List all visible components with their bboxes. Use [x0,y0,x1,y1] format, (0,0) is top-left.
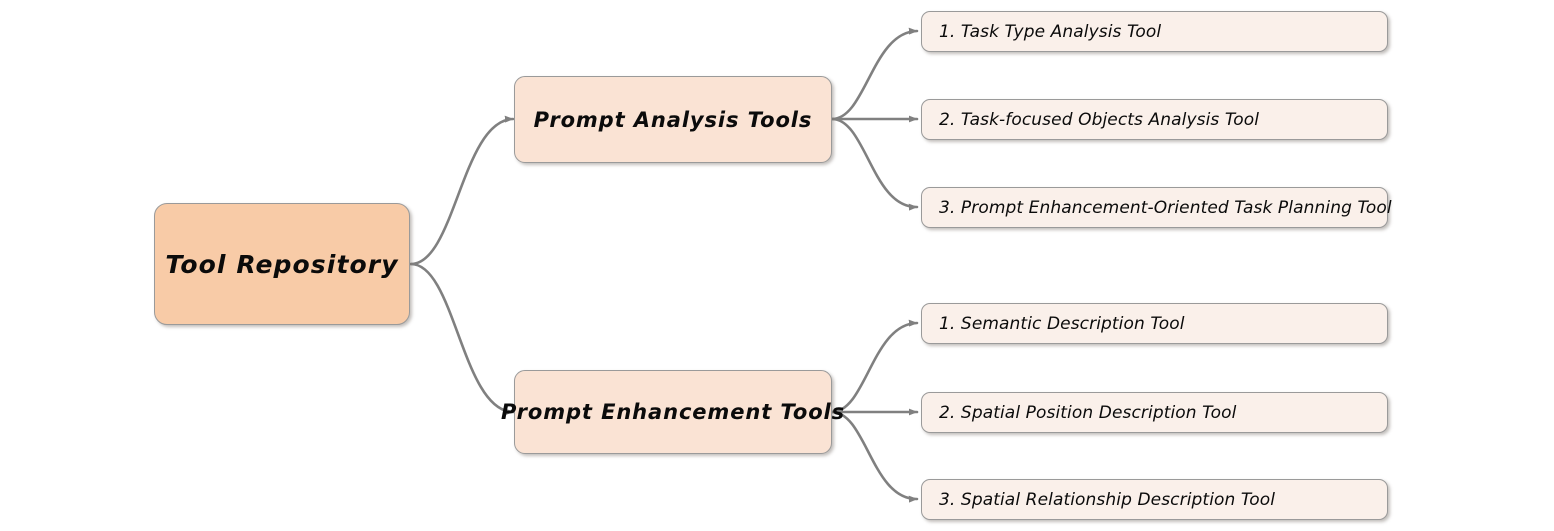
node-prompt-analysis-tools-label: Prompt Analysis Tools [533,107,813,132]
node-spatial-position-description-tool-label: 2. Spatial Position Description Tool [939,402,1237,423]
node-task-type-analysis-tool-label: 1. Task Type Analysis Tool [939,21,1162,42]
node-task-type-analysis-tool[interactable]: 1. Task Type Analysis Tool [921,11,1388,52]
node-semantic-description-tool-label: 1. Semantic Description Tool [939,313,1185,334]
node-spatial-relationship-description-tool[interactable]: 3. Spatial Relationship Description Tool [921,479,1388,520]
edge-analysis-to-leaf-1 [830,27,919,121]
node-prompt-analysis-tools[interactable]: Prompt Analysis Tools [514,76,832,163]
edge-analysis-to-leaf-3 [830,117,919,211]
edge-root-to-prompt-enhancement-tools [409,262,515,416]
node-prompt-enhancement-oriented-task-planning-tool[interactable]: 3. Prompt Enhancement-Oriented Task Plan… [921,187,1392,228]
node-spatial-position-description-tool[interactable]: 2. Spatial Position Description Tool [921,392,1388,433]
node-prompt-enhancement-tools[interactable]: Prompt Enhancement Tools [501,370,844,454]
node-task-focused-objects-analysis-tool-label: 2. Task-focused Objects Analysis Tool [939,109,1260,130]
edge-enhancement-to-leaf-1 [830,319,919,414]
edge-enhancement-to-leaf-3 [830,410,919,503]
node-semantic-description-tool[interactable]: 1. Semantic Description Tool [921,303,1388,344]
node-tool-repository[interactable]: Tool Repository [154,203,410,325]
node-prompt-enhancement-tools-label: Prompt Enhancement Tools [500,400,846,424]
node-tool-repository-label: Tool Repository [165,249,399,279]
edge-root-to-prompt-analysis-tools [409,115,515,266]
node-prompt-enhancement-oriented-task-planning-tool-label: 3. Prompt Enhancement-Oriented Task Plan… [939,197,1392,218]
node-task-focused-objects-analysis-tool[interactable]: 2. Task-focused Objects Analysis Tool [921,99,1388,140]
node-spatial-relationship-description-tool-label: 3. Spatial Relationship Description Tool [939,489,1276,510]
